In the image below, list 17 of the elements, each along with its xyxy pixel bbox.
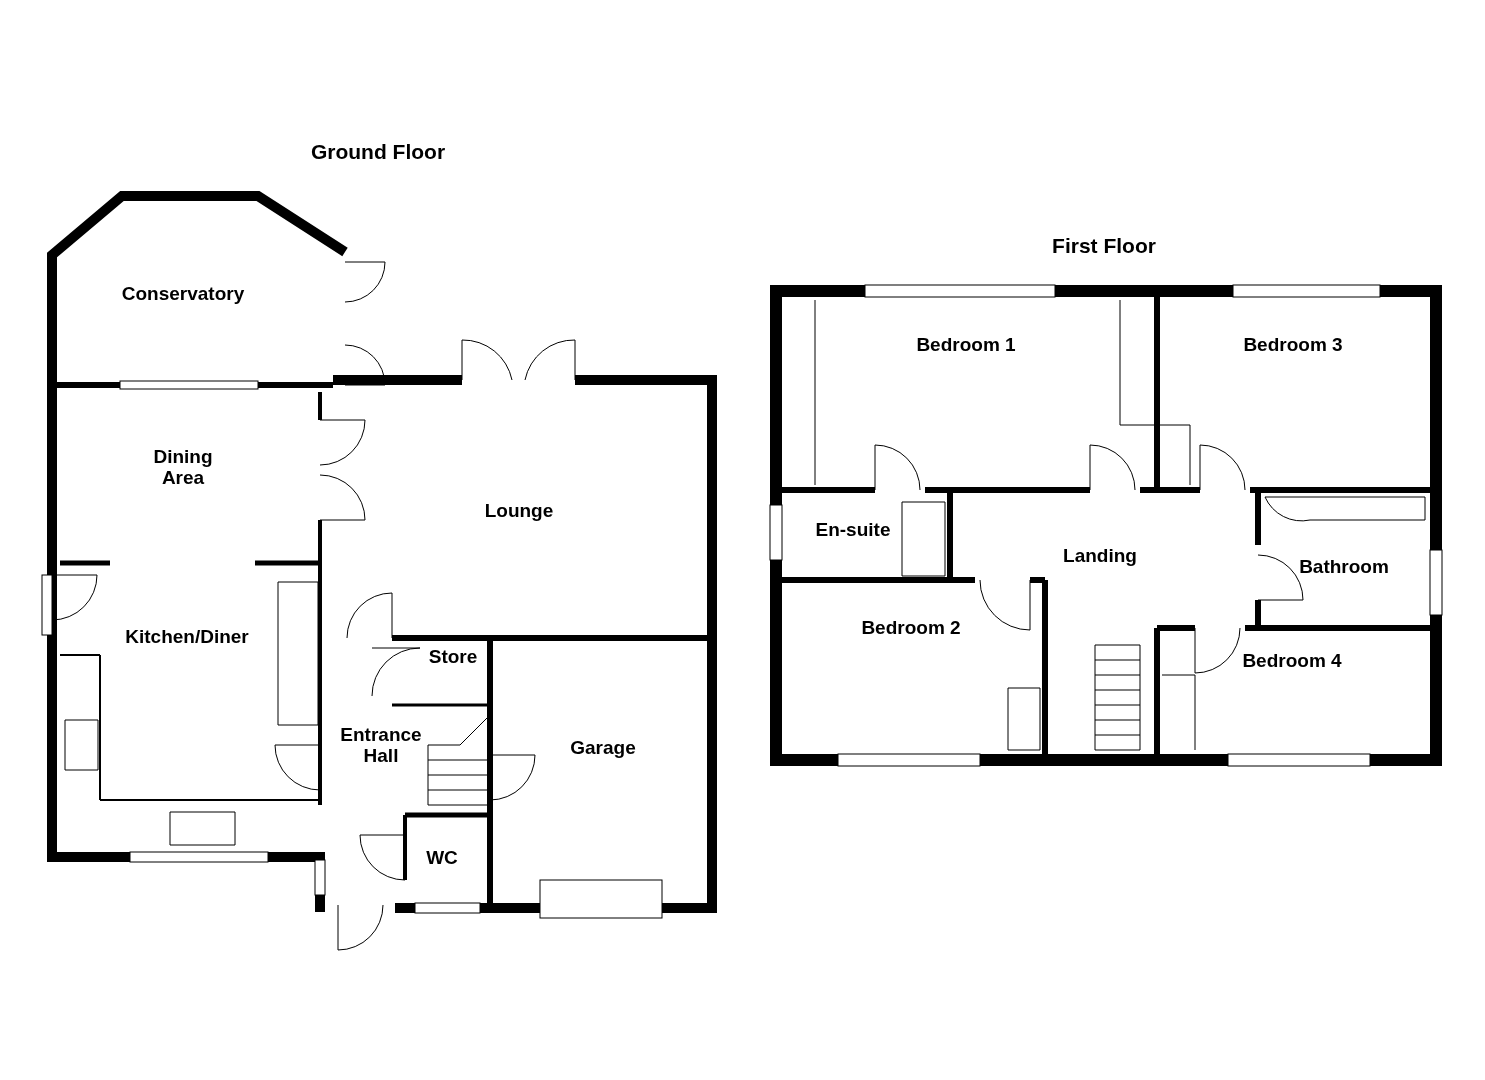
room-label: Conservatory (103, 282, 263, 304)
room-label: Landing (1050, 544, 1150, 566)
room-label: En-suite (803, 518, 903, 540)
room-label: Bedroom 4 (1227, 649, 1357, 671)
room-label: Dining Area (143, 446, 223, 488)
room-label: Bedroom 2 (846, 616, 976, 638)
floor-title: Ground Floor (310, 139, 446, 166)
room-label: Entrance Hall (326, 724, 436, 766)
room-label: Store (413, 645, 493, 667)
room-label: Bathroom (1289, 555, 1399, 577)
room-label: Garage (553, 736, 653, 758)
room-label: WC (417, 846, 467, 868)
room-label: Lounge (459, 499, 579, 521)
room-label: Bedroom 3 (1228, 333, 1358, 355)
floor-title: First Floor (1052, 233, 1156, 260)
room-label: Kitchen/Diner (107, 625, 267, 647)
room-label: Bedroom 1 (901, 333, 1031, 355)
